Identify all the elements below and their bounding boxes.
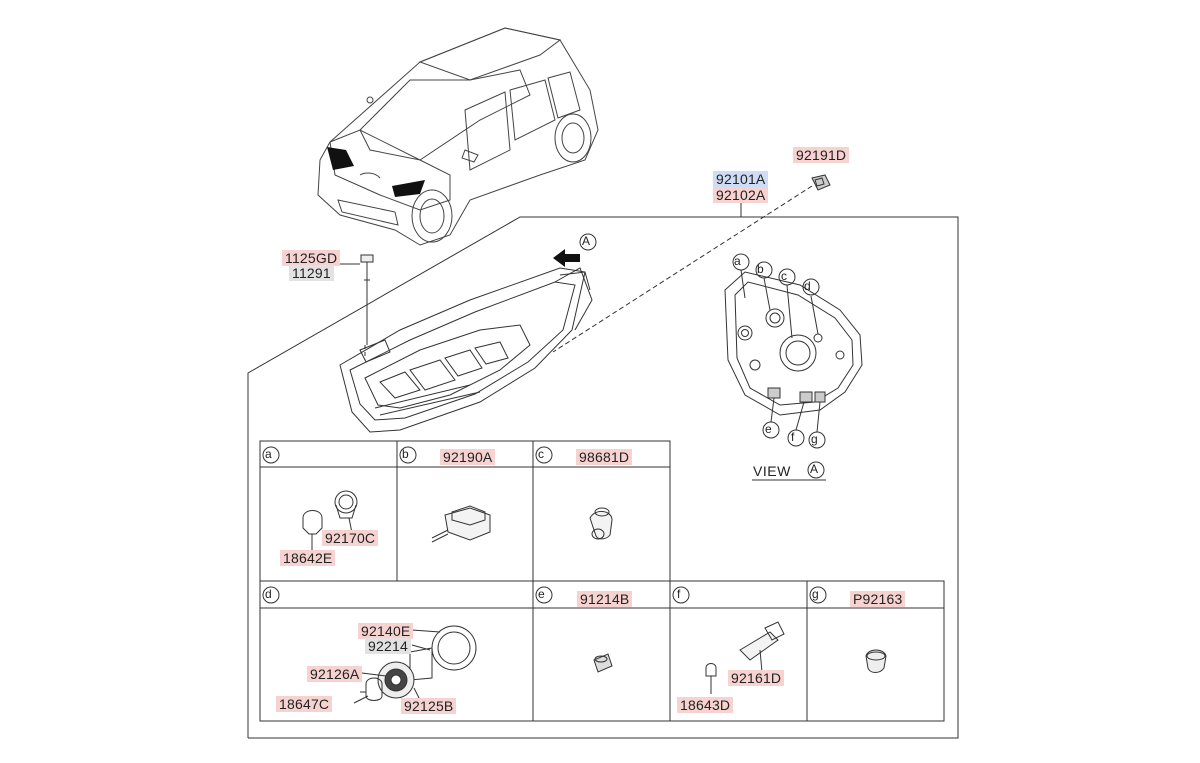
callout-g-view: g xyxy=(811,432,818,446)
callout-d-view: d xyxy=(804,279,811,293)
part-f-bulb-socket xyxy=(705,621,785,694)
part-label-92102A[interactable]: 92102A xyxy=(713,187,769,203)
parts-table-grid xyxy=(259,440,945,722)
view-a-drawing xyxy=(724,253,863,481)
cell-letter-b: b xyxy=(402,447,409,461)
part-label-1125GD[interactable]: 1125GD xyxy=(282,250,341,266)
part-label-11291[interactable]: 11291 xyxy=(289,265,334,281)
cell-letter-c: c xyxy=(538,447,545,461)
cell-letter-g: g xyxy=(812,587,819,601)
part-label-18643D[interactable]: 18643D xyxy=(677,697,734,713)
part-c-bushing xyxy=(589,507,613,540)
assembly-frame xyxy=(247,216,959,739)
part-b-leveling-actuator xyxy=(431,505,491,543)
cell-letter-a: a xyxy=(265,447,272,461)
part-label-91214B[interactable]: 91214B xyxy=(577,591,633,607)
part-label-92170C[interactable]: 92170C xyxy=(322,530,379,546)
part-label-92125B[interactable]: 92125B xyxy=(401,698,457,714)
part-label-18642E[interactable]: 18642E xyxy=(280,550,336,566)
car-headlight-highlight xyxy=(327,147,425,197)
cell-letter-e: e xyxy=(538,587,545,601)
connector-part xyxy=(811,174,831,191)
callout-f-view: f xyxy=(791,430,795,444)
part-a-bulb-socket xyxy=(302,490,358,552)
part-e-grommet xyxy=(593,653,613,673)
part-label-P92163[interactable]: P92163 xyxy=(850,591,906,607)
part-label-92190A[interactable]: 92190A xyxy=(440,449,496,465)
part-g-cap xyxy=(865,649,887,673)
callout-b-view: b xyxy=(757,262,764,276)
part-label-92126A[interactable]: 92126A xyxy=(307,666,363,682)
cell-letter-f: f xyxy=(677,587,681,601)
callout-c-view: c xyxy=(781,269,788,283)
headlamp-assembly xyxy=(339,267,593,433)
part-label-92140E[interactable]: 92140E xyxy=(358,623,414,639)
view-label: VIEW xyxy=(753,463,791,479)
callout-e-view: e xyxy=(765,422,772,436)
bolt-part xyxy=(360,254,374,281)
view-arrow xyxy=(553,233,597,267)
callout-a-view: a xyxy=(734,254,741,268)
callout-A-view: A xyxy=(810,462,819,476)
car-illustration xyxy=(317,27,599,246)
part-label-92161D[interactable]: 92161D xyxy=(728,670,785,686)
part-label-18647C[interactable]: 18647C xyxy=(276,696,333,712)
part-label-92191D[interactable]: 92191D xyxy=(793,147,850,163)
part-label-92101A[interactable]: 92101A xyxy=(713,171,769,187)
part-d-low-beam-set xyxy=(353,625,477,704)
part-label-92214[interactable]: 92214 xyxy=(365,638,411,654)
cell-letter-d: d xyxy=(265,587,272,601)
callout-A-arrow: A xyxy=(582,234,591,248)
part-label-98681D[interactable]: 98681D xyxy=(576,449,633,465)
